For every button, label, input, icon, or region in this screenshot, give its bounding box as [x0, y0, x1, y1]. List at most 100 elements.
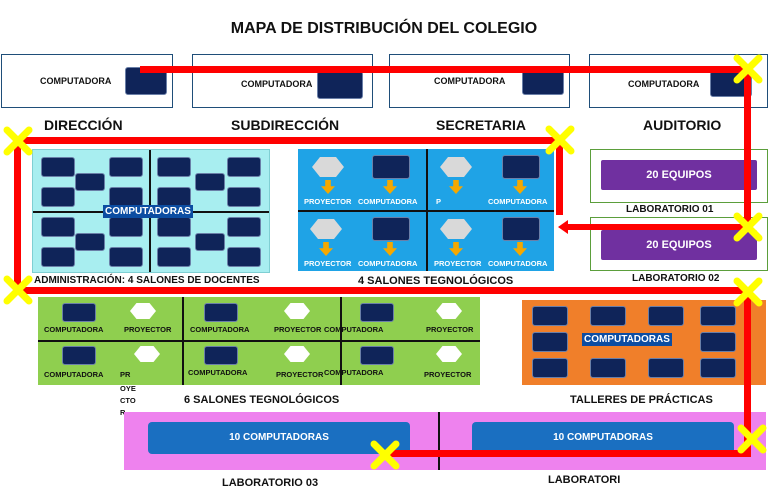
tech4-block[interactable]: PROYECTOR COMPUTADORA P COMPUTADORA PROY…: [298, 149, 554, 271]
route-mid: [566, 224, 751, 230]
computer-icon: [317, 71, 363, 99]
computer-icon: [360, 303, 394, 322]
talleres-block[interactable]: COMPUTADORAS: [522, 300, 766, 385]
route-bottom: [384, 450, 751, 457]
computer-icon: [227, 187, 261, 207]
tech4-label: COMPUTADORA: [488, 259, 548, 268]
tech6-block[interactable]: COMPUTADORA PROYECTOR COMPUTADORA PROYEC…: [38, 297, 480, 385]
lab04-computers-button[interactable]: 10 COMPUTADORAS: [472, 422, 734, 454]
tech6-label: COMPUTADORA: [44, 370, 104, 379]
projector-icon: [440, 157, 472, 177]
heading-subdireccion: SUBDIRECCIÓN: [231, 117, 340, 133]
computer-icon: [109, 217, 143, 237]
computer-icon: [75, 173, 105, 191]
tech6-caption: 6 SALONES TEGNOLÓGICOS: [184, 394, 340, 406]
page-title: MAPA DE DISTRIBUCIÓN DEL COLEGIO: [230, 20, 538, 37]
tech6-label: PROYECTOR: [276, 370, 324, 379]
tech4-label: PROYECTOR: [304, 197, 352, 206]
computer-icon: [700, 358, 736, 378]
arrow-down-icon: [383, 242, 397, 256]
labs-bottom-block[interactable]: 10 COMPUTADORAS 10 COMPUTADORAS: [124, 412, 766, 470]
tech6-label: COMPUTADORA: [190, 325, 250, 334]
computer-icon: [157, 247, 191, 267]
computer-icon: [648, 306, 684, 326]
lab03-caption: LABORATORIO 03: [222, 477, 319, 489]
tech4-label: P: [436, 197, 442, 206]
computer-icon: [502, 217, 540, 241]
marker-x-icon: [3, 275, 33, 305]
office-label: COMPUTADORA: [241, 79, 313, 89]
talleres-computers-label: COMPUTADORAS: [582, 333, 672, 346]
office-label: COMPUTADORA: [40, 76, 112, 86]
computer-icon: [590, 306, 626, 326]
marker-x-icon: [733, 277, 763, 307]
projector-icon: [130, 303, 156, 319]
computer-icon: [360, 346, 394, 365]
lab03-computers-button[interactable]: 10 COMPUTADORAS: [148, 422, 410, 454]
lab02-equipment-button[interactable]: 20 EQUIPOS: [601, 230, 757, 260]
arrow-down-icon: [319, 242, 333, 256]
computer-icon: [41, 187, 75, 207]
divider: [298, 210, 554, 212]
admin-block[interactable]: COMPUTADORAS: [32, 149, 270, 273]
computer-icon: [109, 247, 143, 267]
projector-icon: [312, 157, 344, 177]
computer-icon: [648, 358, 684, 378]
computer-icon: [157, 217, 191, 237]
arrow-down-icon: [513, 242, 527, 256]
lab01-equipment-button[interactable]: 20 EQUIPOS: [601, 160, 757, 190]
tech6-label: R: [120, 408, 126, 417]
office-label: COMPUTADORA: [628, 79, 700, 89]
heading-auditorio: AUDITORIO: [643, 117, 722, 133]
admin-computers-label: COMPUTADORAS: [103, 205, 193, 218]
lab01-caption: LABORATORIO 01: [626, 204, 714, 215]
heading-secretaria: SECRETARIA: [436, 117, 526, 133]
tech4-label: COMPUTADORA: [358, 197, 418, 206]
lab04-caption: LABORATORI: [548, 474, 621, 486]
route-left-v: [14, 137, 21, 289]
computer-icon: [372, 217, 410, 241]
office-secretaria[interactable]: COMPUTADORA: [389, 54, 570, 108]
route-top: [140, 66, 752, 73]
computer-icon: [700, 306, 736, 326]
office-subdireccion[interactable]: COMPUTADORA: [192, 54, 373, 108]
tech6-label: PROYECTOR: [274, 325, 322, 334]
route-arrowhead: [558, 220, 568, 234]
projector-icon: [436, 303, 462, 319]
computer-icon: [532, 358, 568, 378]
lab02-block[interactable]: 20 EQUIPOS: [590, 217, 768, 271]
tech6-label: COMPUTADORA: [44, 325, 104, 334]
lab01-block[interactable]: 20 EQUIPOS: [590, 149, 768, 203]
arrow-down-icon: [513, 180, 527, 194]
tech6-label: PROYECTOR: [424, 370, 472, 379]
marker-x-icon: [3, 126, 33, 156]
marker-x-icon: [370, 440, 400, 470]
arrow-down-icon: [383, 180, 397, 194]
route-upper-h: [14, 137, 562, 144]
tech4-label: COMPUTADORA: [358, 259, 418, 268]
computer-icon: [227, 157, 261, 177]
marker-x-icon: [733, 212, 763, 242]
tech6-label: PROYECTOR: [426, 325, 474, 334]
computer-icon: [75, 233, 105, 251]
computer-icon: [109, 157, 143, 177]
computer-icon: [700, 332, 736, 352]
computer-icon: [502, 155, 540, 179]
computer-icon: [372, 155, 410, 179]
tech4-label: PROYECTOR: [304, 259, 352, 268]
office-label: COMPUTADORA: [434, 76, 506, 86]
computer-icon: [41, 217, 75, 237]
computer-icon: [41, 157, 75, 177]
marker-x-icon: [733, 54, 763, 84]
tech4-label: COMPUTADORA: [488, 197, 548, 206]
projector-icon: [284, 346, 310, 362]
marker-x-icon: [545, 125, 575, 155]
office-direccion[interactable]: COMPUTADORA: [1, 54, 173, 108]
computer-icon: [532, 332, 568, 352]
tech4-label: PROYECTOR: [434, 259, 482, 268]
projector-icon: [134, 346, 160, 362]
admin-caption: ADMINISTRACIÓN: 4 SALONES DE DOCENTES: [34, 275, 260, 286]
tech6-label: COMPUTADORA: [324, 368, 384, 377]
lab02-caption: LABORATORIO 02: [632, 273, 720, 284]
tech6-label: COMPUTADORA: [324, 325, 384, 334]
